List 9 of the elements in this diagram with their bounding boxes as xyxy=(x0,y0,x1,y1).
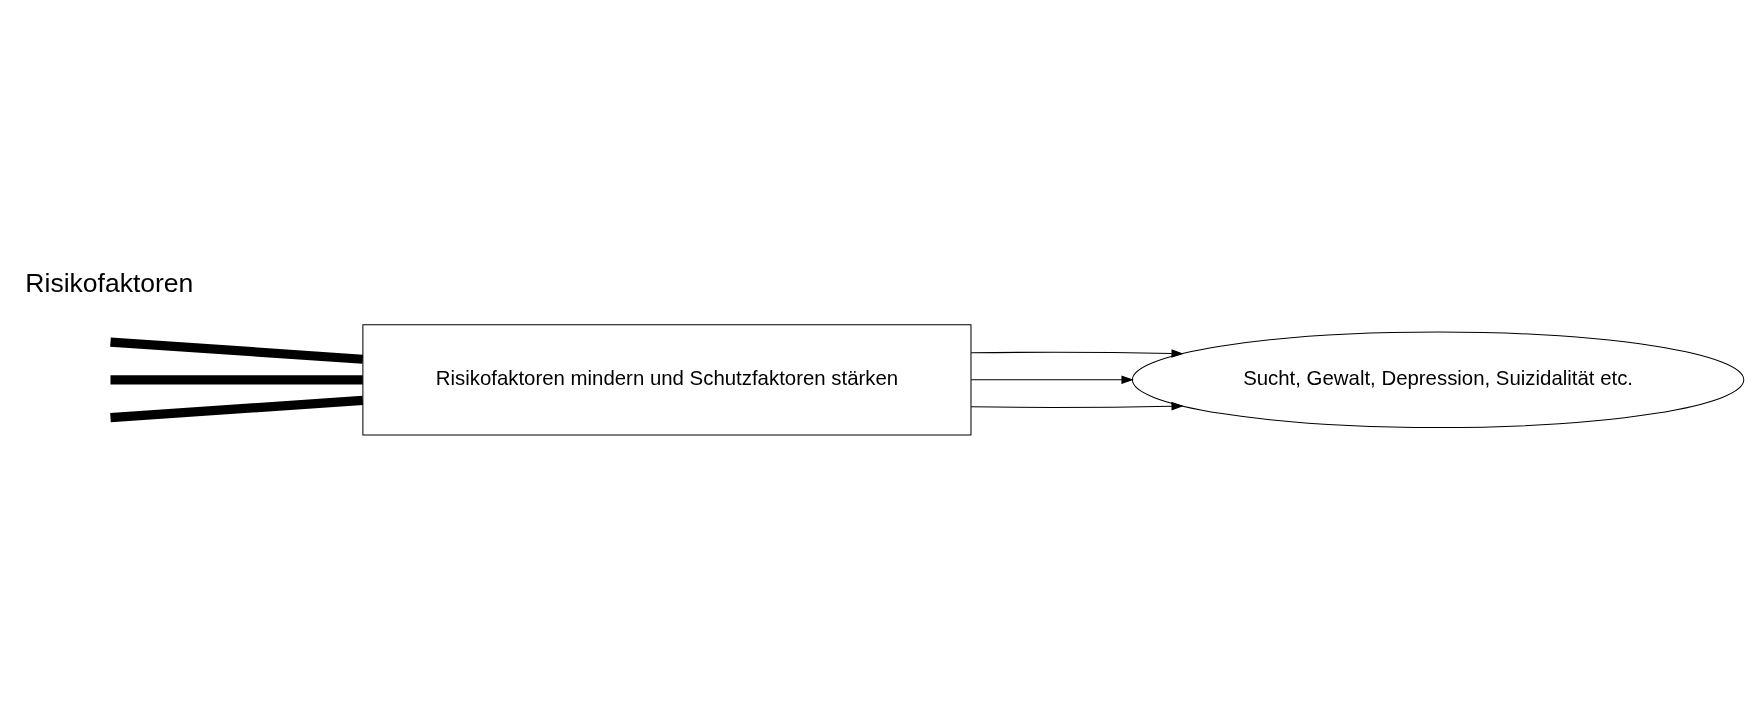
arrow xyxy=(970,401,1184,411)
node-ellipse: Sucht, Gewalt, Depression, Suizidalität etc. xyxy=(1131,331,1744,429)
label: Risikofaktoren xyxy=(24,268,193,299)
connector xyxy=(109,395,363,423)
connector xyxy=(109,337,363,364)
arrow xyxy=(970,375,1134,385)
node-box: Risikofaktoren mindern und Schutzfaktoren stärken xyxy=(361,324,971,436)
connector xyxy=(109,375,363,385)
arrow xyxy=(970,349,1184,358)
